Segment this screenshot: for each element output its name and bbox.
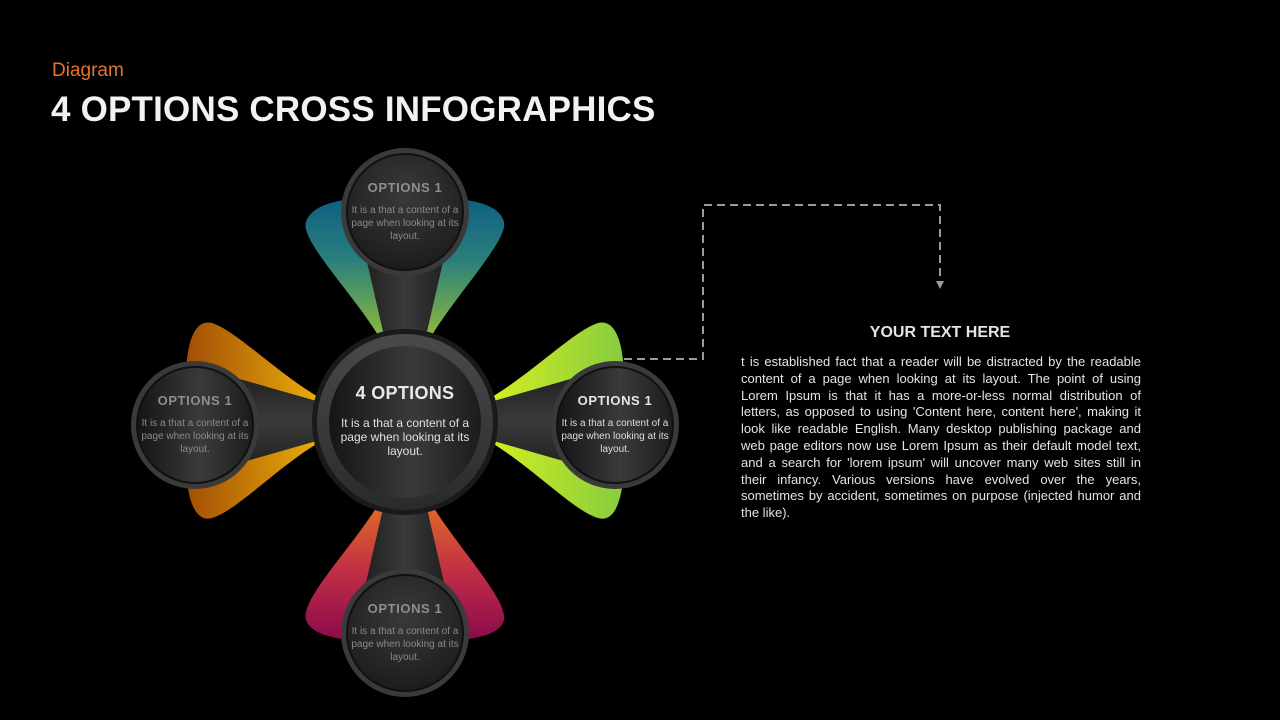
option-body: It is a that a content of a page when lo… <box>141 418 249 455</box>
arrow-down-icon <box>936 281 944 289</box>
option-body: It is a that a content of a page when lo… <box>561 418 669 455</box>
section-label: Diagram <box>52 60 124 81</box>
panel-title: YOUR TEXT HERE <box>869 324 1011 341</box>
center-body: It is a that a content of a page when lo… <box>340 416 470 458</box>
bottom-circle[interactable] <box>341 569 469 697</box>
option-top: OPTIONS 1 It is a that a content of a pa… <box>345 180 465 243</box>
option-title: OPTIONS 1 <box>367 601 443 616</box>
dashed-connector <box>624 204 944 360</box>
option-body: It is a that a content of a page when lo… <box>351 205 459 242</box>
option-body: It is a that a content of a page when lo… <box>351 626 459 663</box>
top-circle[interactable] <box>341 148 469 276</box>
center-hub[interactable] <box>312 329 498 515</box>
option-title: OPTIONS 1 <box>157 393 233 408</box>
left-circle[interactable] <box>131 361 259 489</box>
option-title: OPTIONS 1 <box>367 180 443 195</box>
right-circle[interactable] <box>551 361 679 489</box>
option-title: OPTIONS 1 <box>577 393 653 408</box>
option-right: OPTIONS 1 It is a that a content of a pa… <box>555 393 675 456</box>
page-title: 4 OPTIONS CROSS INFOGRAPHICS <box>51 90 656 129</box>
center-content: 4 OPTIONS It is a that a content of a pa… <box>340 383 470 458</box>
option-left: OPTIONS 1 It is a that a content of a pa… <box>135 393 255 456</box>
panel-body: t is established fact that a reader will… <box>741 354 1141 521</box>
center-title: 4 OPTIONS <box>355 383 455 403</box>
option-bottom: OPTIONS 1 It is a that a content of a pa… <box>345 601 465 664</box>
